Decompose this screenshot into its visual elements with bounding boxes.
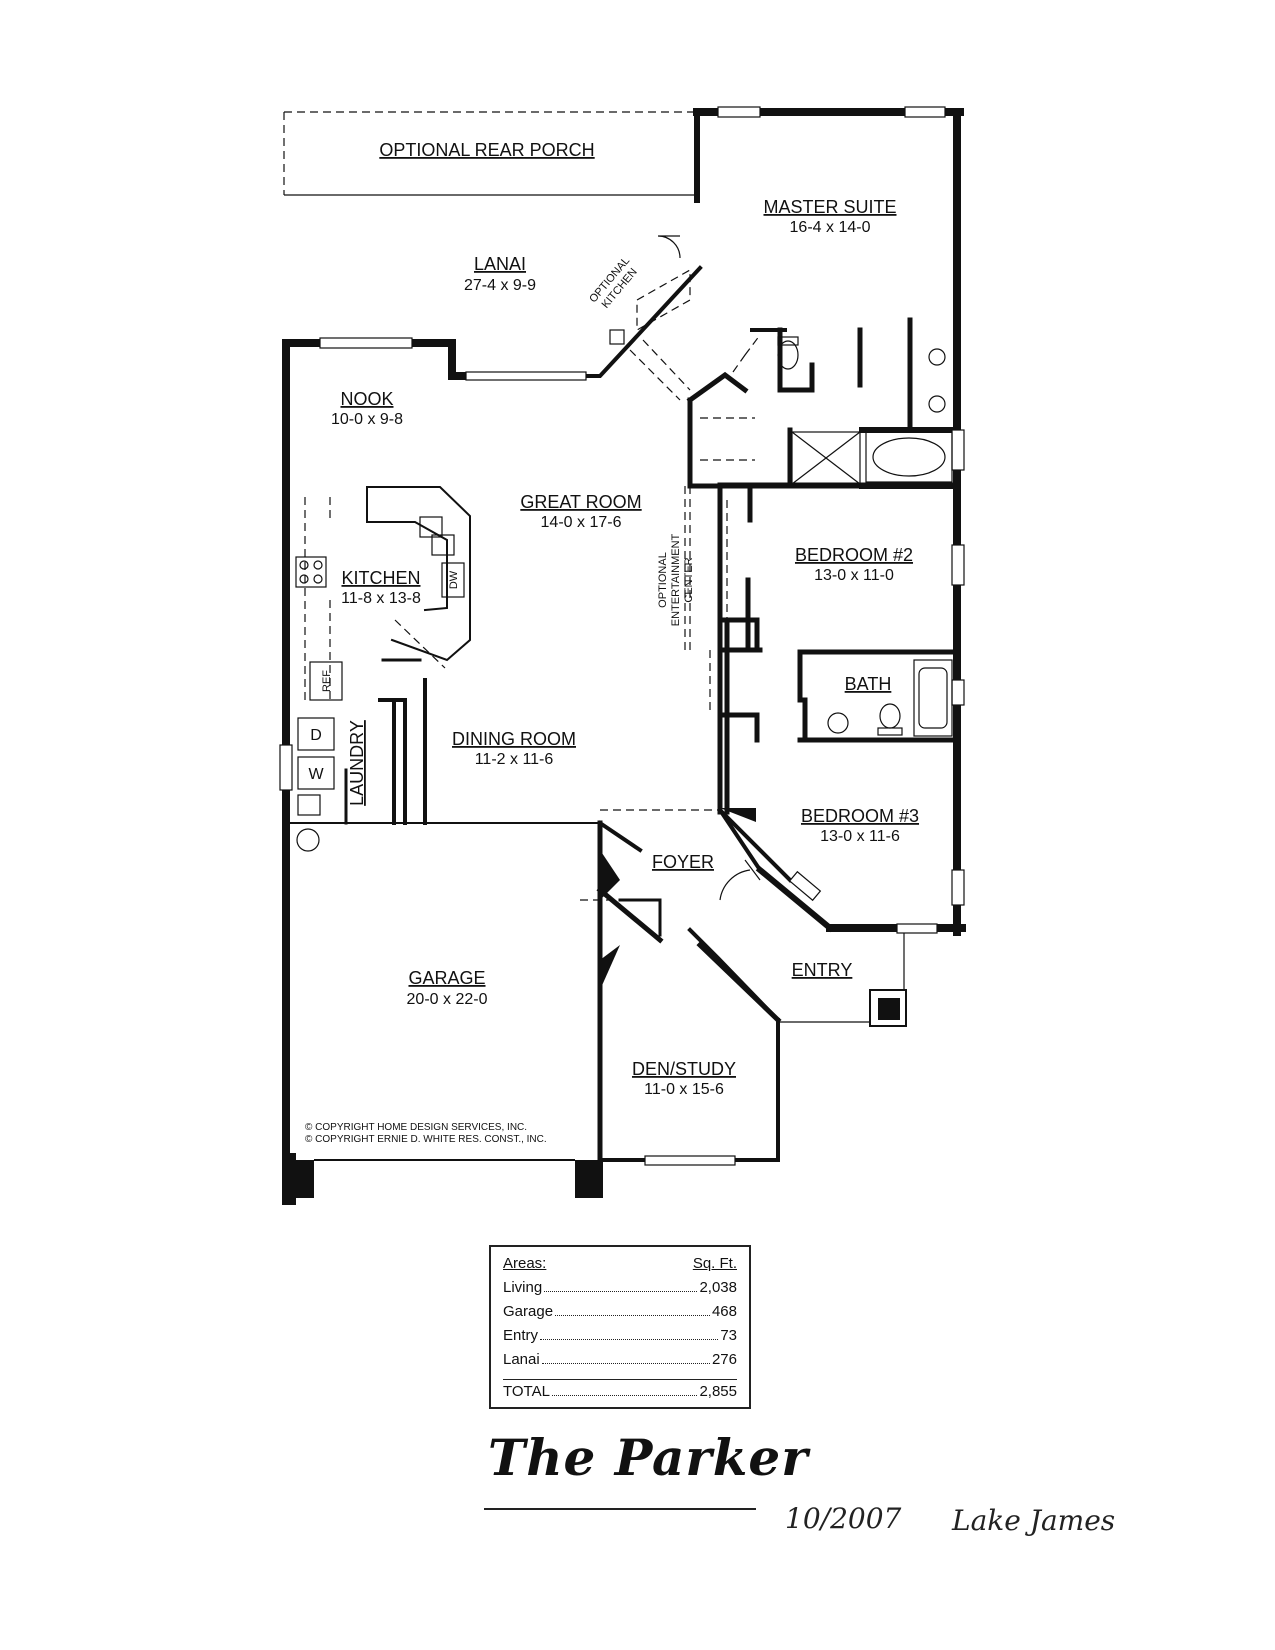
dishwasher-label: DW	[448, 570, 460, 589]
bedroom3-name: BEDROOM #3	[801, 806, 919, 826]
great-room-dims: 14-0 x 17-6	[541, 514, 622, 531]
entry-post	[778, 933, 907, 1027]
plan-title: The Parker	[488, 1428, 809, 1487]
kitchen-dims: 11-8 x 13-8	[341, 590, 421, 607]
area-label: Entry	[503, 1327, 539, 1344]
area-total-label: TOTAL	[503, 1383, 550, 1400]
bedroom3-dims: 13-0 x 11-6	[820, 828, 900, 845]
title-underline	[484, 1508, 756, 1510]
areas-header-unit: Sq. Ft.	[692, 1255, 737, 1272]
area-label: Garage	[503, 1303, 554, 1320]
entertainment-line3: CENTER	[683, 557, 695, 602]
dining-room-name: DINING ROOM	[452, 729, 576, 749]
dashed-openings	[304, 268, 761, 901]
fixtures	[295, 235, 953, 901]
handwritten-date: 10/2007	[785, 1502, 902, 1535]
area-value: 73	[720, 1327, 737, 1344]
windows	[279, 106, 965, 1166]
area-label: Living	[503, 1279, 543, 1296]
area-row-total: TOTAL 2,855	[503, 1379, 737, 1407]
area-value: 276	[711, 1351, 737, 1368]
laundry-name: LAUNDRY	[347, 720, 367, 806]
master-suite-dims: 16-4 x 14-0	[790, 219, 871, 236]
entertainment-line1: OPTIONAL	[657, 552, 669, 608]
area-total-value: 2,855	[699, 1383, 737, 1400]
area-row-lanai: Lanai 276	[503, 1351, 737, 1375]
optional-kitchen-label: OPTIONAL KITCHEN	[587, 255, 640, 311]
bedroom2-dims: 13-0 x 11-0	[814, 567, 894, 584]
garage-name: GARAGE	[408, 968, 485, 988]
lanai-dims: 27-4 x 9-9	[464, 277, 536, 294]
dryer-label: D	[310, 727, 322, 744]
exterior-walls	[282, 108, 966, 1205]
area-value: 468	[711, 1303, 737, 1320]
area-row-garage: Garage 468	[503, 1303, 737, 1327]
entertainment-line2: ENTERTAINMENT	[670, 533, 682, 626]
den-study-name: DEN/STUDY	[632, 1059, 736, 1079]
copyright-line-1: © COPYRIGHT HOME DESIGN SERVICES, INC.	[305, 1122, 527, 1133]
bedroom2-name: BEDROOM #2	[795, 545, 913, 565]
bath-name: BATH	[845, 674, 892, 694]
entry-name: ENTRY	[792, 960, 853, 980]
area-row-entry: Entry 73	[503, 1327, 737, 1351]
garage-dims: 20-0 x 22-0	[407, 991, 488, 1008]
den-study-dims: 11-0 x 15-6	[644, 1081, 724, 1098]
foyer-name: FOYER	[652, 852, 714, 872]
areas-table: Areas: Sq. Ft. Living 2,038 Garage 468 E…	[489, 1245, 751, 1409]
rear-porch-label: OPTIONAL REAR PORCH	[379, 140, 594, 160]
rear-porch-outline	[283, 111, 697, 196]
area-row-living: Living 2,038	[503, 1279, 737, 1303]
areas-header-label: Areas:	[503, 1255, 547, 1272]
handwritten-location: Lake James	[952, 1504, 1116, 1537]
interior-walls	[286, 317, 960, 1163]
nook-dims: 10-0 x 9-8	[331, 411, 403, 428]
master-suite-name: MASTER SUITE	[763, 197, 896, 217]
washer-label: W	[308, 766, 324, 783]
nook-name: NOOK	[340, 389, 393, 409]
area-label: Lanai	[503, 1351, 540, 1368]
kitchen-name: KITCHEN	[341, 568, 420, 588]
area-value: 2,038	[699, 1279, 737, 1296]
lanai-name: LANAI	[474, 254, 526, 274]
areas-header-row: Areas: Sq. Ft.	[503, 1255, 737, 1279]
great-room-name: GREAT ROOM	[520, 492, 641, 512]
refrigerator-label: REF	[321, 670, 333, 692]
dining-room-dims: 11-2 x 11-6	[475, 751, 554, 768]
entertainment-center-label: OPTIONAL ENTERTAINMENT CENTER	[657, 533, 695, 626]
copyright-line-2: © COPYRIGHT ERNIE D. WHITE RES. CONST., …	[305, 1134, 547, 1145]
